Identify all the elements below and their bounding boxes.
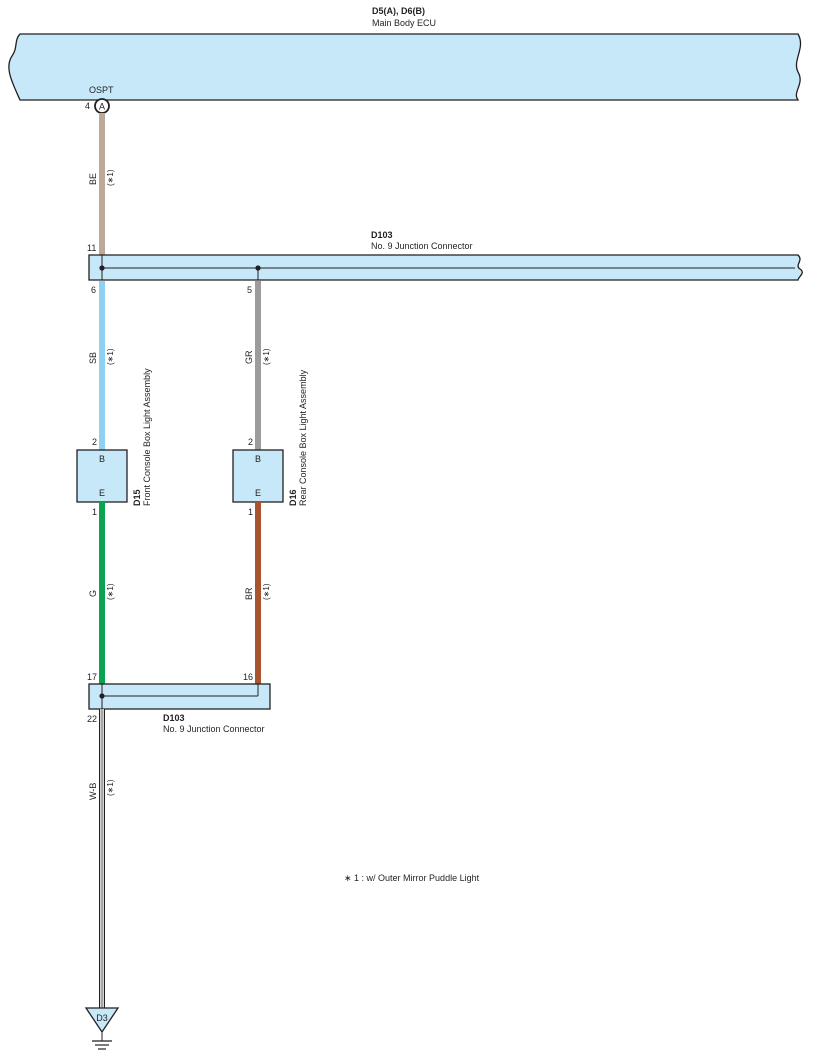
rear-light-pin-top-label: B [255, 454, 261, 464]
junction-bottom-name: No. 9 Junction Connector [163, 724, 265, 734]
wire-br-note: (∗1) [262, 583, 271, 600]
wire-be-note: (∗1) [106, 169, 115, 186]
wire-gr-note: (∗1) [262, 348, 271, 365]
junction-bottom-pin-out: 22 [87, 714, 97, 724]
junction-bottom-pin-in-left: 17 [87, 672, 97, 682]
ecu-connector-letter: A [99, 102, 105, 112]
ecu-name: Main Body ECU [372, 18, 436, 28]
rear-light-pin-top-num: 2 [248, 437, 253, 447]
splice-dot-icon [255, 265, 261, 271]
wire-sb-color-code: SB [88, 352, 98, 364]
wire-be: BE (∗1) [88, 113, 115, 255]
ecu-pin-connector: 4 A [85, 98, 110, 114]
rear-light-pin-bottom-num: 1 [248, 507, 253, 517]
wire-g-color-code: G [88, 590, 98, 597]
front-light-assembly: 2 B E 1 D15 Front Console Box Light Asse… [76, 368, 152, 517]
front-light-pin-top-label: B [99, 454, 105, 464]
ground-triangle-icon [84, 1007, 120, 1034]
wire-br-color-code: BR [244, 587, 254, 600]
ground-code: D3 [96, 1013, 108, 1023]
wire-gr-color-code: GR [244, 350, 254, 364]
junction-top: D103 No. 9 Junction Connector 11 6 5 [87, 230, 803, 295]
wire-sb: SB (∗1) [88, 281, 115, 450]
wire-wb-note: (∗1) [106, 779, 115, 796]
front-light-pin-bottom-num: 1 [92, 507, 97, 517]
rear-light-code: D16 [288, 489, 298, 506]
splice-dot-icon [99, 693, 105, 699]
front-light-name: Front Console Box Light Assembly [142, 368, 152, 506]
splice-dot-icon [99, 265, 105, 271]
junction-bottom: 17 16 22 D103 No. 9 Junction Connector [87, 672, 271, 734]
rear-light-pin-bottom-label: E [255, 488, 261, 498]
wire-gr: GR (∗1) [244, 281, 271, 450]
ecu-pin-number: 4 [85, 101, 90, 111]
wire-be-color-code: BE [88, 173, 98, 185]
wire-wb-color-code: W-B [88, 783, 98, 800]
wire-sb-note: (∗1) [106, 348, 115, 365]
junction-top-name: No. 9 Junction Connector [371, 241, 473, 251]
ecu-pin-label: OSPT [89, 85, 114, 95]
rear-light-name: Rear Console Box Light Assembly [298, 369, 308, 506]
footnote: ∗ 1 : w/ Outer Mirror Puddle Light [344, 873, 480, 883]
ground-point: D3 [84, 1007, 120, 1050]
wire-g-note: (∗1) [106, 583, 115, 600]
junction-top-pin-out-left: 6 [91, 285, 96, 295]
front-light-pin-bottom-label: E [99, 488, 105, 498]
ecu-code: D5(A), D6(B) [372, 6, 425, 16]
front-light-body [76, 449, 128, 503]
junction-bottom-pin-in-right: 16 [243, 672, 253, 682]
ecu-body [8, 33, 802, 101]
junction-top-pin-out-right: 5 [247, 285, 252, 295]
front-light-pin-top-num: 2 [92, 437, 97, 447]
wire-g: G (∗1) [88, 502, 115, 684]
front-light-code: D15 [132, 489, 142, 506]
rear-light-assembly: 2 B E 1 D16 Rear Console Box Light Assem… [232, 369, 308, 517]
ecu-block: D5(A), D6(B) Main Body ECU OSPT [8, 6, 802, 101]
junction-top-pin-in: 11 [87, 243, 96, 253]
wire-br: BR (∗1) [244, 502, 271, 684]
junction-bottom-code: D103 [163, 713, 185, 723]
wire-wb: W-B (∗1) [88, 709, 115, 1008]
junction-top-code: D103 [371, 230, 393, 240]
